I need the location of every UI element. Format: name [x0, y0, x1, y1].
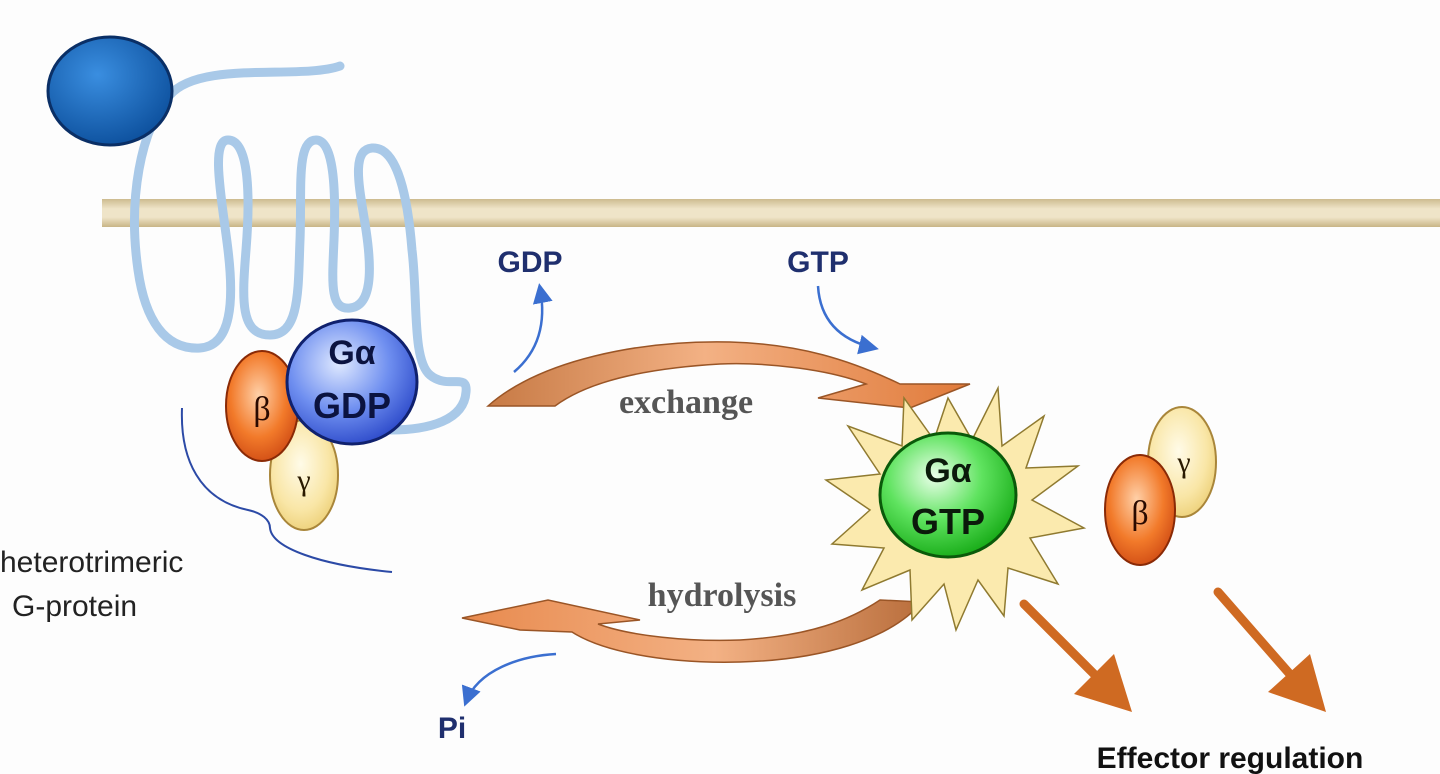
- galpha-gtp-alpha-label: Gα: [924, 452, 971, 490]
- inactive-heterotrimer: [225, 318, 419, 531]
- gpcr-receptor: [130, 61, 471, 435]
- heterotrimeric-label: heterotrimeric: [0, 546, 183, 579]
- effector-arrow-galpha: [1019, 599, 1132, 712]
- beta-subunit-active: [1104, 454, 1176, 566]
- gprotein-label: G-protein: [12, 590, 137, 623]
- gtp-incoming-label: GTP: [787, 246, 849, 279]
- hydrolysis-label: hydrolysis: [648, 577, 797, 614]
- galpha-gdp-alpha-label: Gα: [328, 334, 375, 372]
- exchange-label: exchange: [619, 384, 753, 421]
- gdp-released-label: GDP: [497, 246, 562, 279]
- exchange-arrow: [486, 341, 971, 409]
- gdp-release-arrow: [513, 283, 553, 373]
- gamma-label-inactive: γ: [296, 464, 310, 497]
- gamma-label-active: γ: [1176, 446, 1190, 479]
- effector-regulation-label: Effector regulation: [1097, 742, 1364, 774]
- cell-membrane: [102, 199, 1440, 227]
- beta-label-inactive: β: [253, 391, 270, 428]
- ligand: [46, 35, 174, 147]
- hydrolysis-arrow: [461, 599, 924, 663]
- beta-label-active: β: [1131, 495, 1148, 532]
- effector-arrow-betagamma: [1213, 587, 1326, 712]
- galpha-gdp-nucleotide-label: GDP: [313, 385, 391, 426]
- pi-label: Pi: [438, 712, 466, 745]
- gtp-entry-arrow: [816, 285, 879, 355]
- pi-release-arrow: [461, 652, 557, 707]
- galpha-gdp-subunit: [285, 318, 419, 446]
- galpha-gtp-subunit: [878, 431, 1018, 559]
- heterotrimer-brace: [180, 407, 393, 573]
- galpha-gtp-nucleotide-label: GTP: [911, 501, 985, 542]
